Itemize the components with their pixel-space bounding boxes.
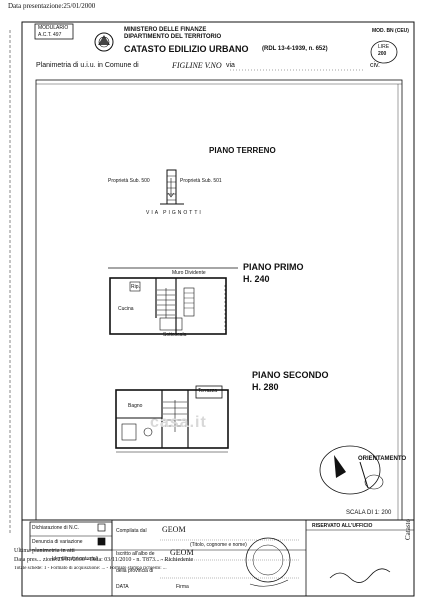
piano-primo-label: PIANO PRIMO [243,262,304,272]
lire-value: 200 [378,51,387,57]
secondo-height: H. 280 [252,382,279,392]
modulario-code: A.C.T. 497 [38,32,62,38]
emblem-icon [94,32,114,52]
proprieta-501-label: Proprietà Sub. 501 [180,178,222,184]
bagno-label: Bagno [128,403,143,409]
dichiarazione-nc-label: Dichiarazione di N.C. [32,525,79,531]
modulario-box [34,23,74,40]
ministero-label: MINISTERO DELLE FINANZE [124,27,207,33]
data-label: DATA [116,584,129,590]
ultima-planimetria: Ultima planimetria in atti [14,548,75,554]
primo-plan [108,267,238,335]
mod-label: MOD. BN (CEU) [372,28,409,34]
orientation-icon [319,445,384,495]
data-line: Data pres... zione:25/01/2000 - Data: 03… [14,557,194,563]
secondo-plan [115,385,229,453]
provincia-label: della provincia di [116,568,154,574]
proprieta-500-label: Proprietà Sub. 500 [108,178,150,184]
orientamento-label: ORIENTAMENTO [358,456,407,462]
planimetria-label: Planimetria di u.i.u. in Comune di [36,62,139,69]
iscritto-value: GEOM [170,548,194,557]
watermark: casa.it [150,414,207,431]
lire-label: LIRE [378,44,390,50]
primo-height: H. 240 [243,274,270,284]
via-pignotti-label: VIA PIGNOTTI [146,210,203,216]
denuncia-variazione-label: Denuncia di variazione [32,539,83,545]
cucina-label: Cucina [118,306,134,312]
presentation-date: Data presentazione:25/01/2000 [8,2,96,10]
catasto-title: CATASTO EDILIZIO URBANO [124,44,249,54]
scala-label: SCALA DI 1: 200 [346,510,392,516]
compilata-value: GEOM [162,525,186,534]
modulario-label: MODULARIO [38,25,69,31]
piano-secondo-label: PIANO SECONDO [252,370,329,380]
sottoscala-label: Sottoscala [163,332,187,338]
rdl-label: (RDL 13-4-1939, n. 652) [262,46,328,52]
riservato-label: RISERVATO ALL'UFFICIO [312,523,373,529]
identificativi-label: Identificativi catastali [52,556,98,562]
iscritto-label: Iscritto all'albo de [116,551,155,557]
totale-line: Totale schede: 1 - Formato di acquisizio… [14,566,167,571]
terreno-stair [160,169,184,205]
footer-table [22,519,414,596]
via-label: via [226,62,235,69]
rip-label: Rip. [131,284,140,290]
lire-stamp [370,40,398,64]
compilata-sub: (Titolo, cognome e nome) [190,542,247,548]
compilata-label: Compilata dal [116,528,147,534]
catasto-side-label: Catasto [404,519,412,540]
firma-label: Firma [176,584,189,590]
dipartimento-label: DIPARTIMENTO DEL TERRITORIO [124,34,222,40]
piano-terreno-label: PIANO TERRENO [209,146,276,155]
sheet-border [21,21,415,597]
comune-value: FIGLINE V.NO [172,61,222,70]
muro-label: Muro Dividente [172,270,206,276]
civ-label: civ. [370,62,380,69]
terrazza-label: Terrazza [198,388,218,394]
